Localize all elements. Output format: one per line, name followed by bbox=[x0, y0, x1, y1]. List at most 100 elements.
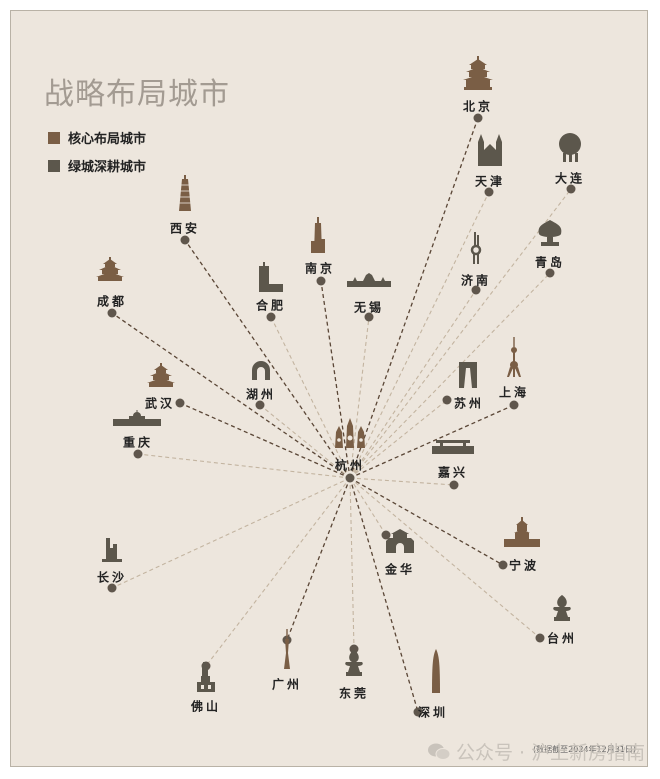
wechat-icon bbox=[428, 743, 451, 761]
tower-l-landmark-icon bbox=[257, 262, 285, 296]
city-dot bbox=[345, 473, 355, 483]
city-label: 成都 bbox=[96, 294, 128, 309]
city-label: 湖州 bbox=[245, 387, 277, 402]
city-label: 东莞 bbox=[338, 686, 370, 701]
sculpture-landmark-icon bbox=[550, 595, 574, 625]
city-dot bbox=[449, 480, 459, 490]
city-dot bbox=[349, 644, 359, 654]
city-dot bbox=[107, 308, 117, 318]
city-label: 上海 bbox=[498, 385, 530, 400]
city-label: 武汉 bbox=[144, 396, 176, 411]
connection-line-金华 bbox=[349, 477, 387, 536]
connection-line-东莞 bbox=[349, 477, 355, 650]
connection-line-合肥 bbox=[270, 316, 351, 479]
city-dot bbox=[471, 285, 481, 295]
city-dot bbox=[364, 312, 374, 322]
connection-line-台州 bbox=[349, 477, 541, 639]
connection-line-南京 bbox=[320, 280, 351, 479]
city-dot bbox=[381, 530, 391, 540]
pavilion-landmark-icon bbox=[95, 257, 125, 285]
flame-landmark-icon bbox=[537, 220, 563, 250]
connection-line-成都 bbox=[111, 312, 351, 479]
sphere-landmark-icon bbox=[557, 133, 583, 167]
connection-line-宁波 bbox=[349, 477, 504, 566]
city-dot bbox=[473, 113, 483, 123]
church-landmark-icon bbox=[475, 134, 505, 170]
connection-line-大连 bbox=[349, 188, 572, 479]
legend-deep-label: 绿城深耕城市 bbox=[68, 160, 147, 175]
connection-line-天津 bbox=[349, 191, 490, 479]
city-dot bbox=[413, 707, 423, 717]
legend-core-swatch bbox=[48, 131, 60, 144]
city-dot bbox=[133, 449, 143, 459]
city-dot bbox=[442, 395, 452, 405]
tianyi-landmark-icon bbox=[504, 517, 540, 551]
towers-landmark-icon bbox=[100, 538, 124, 566]
legend-deep: 绿城深耕城市 bbox=[48, 156, 146, 175]
city-dot bbox=[545, 268, 555, 278]
city-dot bbox=[484, 187, 494, 197]
pearl-landmark-icon bbox=[507, 337, 521, 381]
city-label: 大连 bbox=[554, 171, 586, 186]
city-label: 长沙 bbox=[96, 570, 128, 585]
spire-landmark-icon bbox=[430, 649, 442, 697]
sculpture-landmark-icon bbox=[342, 650, 366, 680]
city-dot bbox=[175, 398, 185, 408]
city-label: 深圳 bbox=[417, 705, 449, 720]
connection-line-济南 bbox=[349, 289, 477, 479]
skyscraper-landmark-icon bbox=[309, 217, 327, 257]
connection-line-无锡 bbox=[349, 316, 370, 479]
connection-line-嘉兴 bbox=[349, 477, 455, 486]
connection-line-深圳 bbox=[349, 477, 419, 713]
city-dot bbox=[535, 633, 545, 643]
city-label: 杭州 bbox=[334, 458, 366, 473]
connection-line-北京 bbox=[349, 117, 479, 479]
temple-landmark-icon bbox=[461, 56, 495, 94]
city-label: 台州 bbox=[546, 631, 578, 646]
city-label: 青岛 bbox=[534, 255, 566, 270]
city-label: 金华 bbox=[384, 562, 416, 577]
city-label: 南京 bbox=[304, 261, 336, 276]
page-title: 战略布局城市 bbox=[44, 77, 230, 112]
skyline-landmark-icon bbox=[347, 272, 391, 291]
connection-line-青岛 bbox=[349, 272, 551, 479]
legend-core: 核心布局城市 bbox=[48, 128, 146, 147]
connection-line-湖州 bbox=[259, 404, 351, 479]
city-label: 天津 bbox=[474, 174, 506, 189]
connection-line-广州 bbox=[286, 477, 351, 641]
city-dot bbox=[316, 276, 326, 286]
city-dot bbox=[107, 583, 117, 593]
hub-landmark-icon bbox=[332, 418, 368, 452]
knot-landmark-icon bbox=[469, 232, 483, 268]
stacked-landmark-icon bbox=[196, 662, 216, 696]
city-dot bbox=[498, 560, 508, 570]
connection-line-佛山 bbox=[205, 477, 351, 667]
hall-landmark-icon bbox=[113, 410, 161, 430]
gate-landmark-icon bbox=[459, 362, 477, 392]
watermark: 公众号 · 沪上新房指南 bbox=[428, 738, 645, 765]
pagoda-landmark-icon bbox=[177, 175, 193, 215]
city-label: 重庆 bbox=[122, 435, 154, 450]
city-label: 佛山 bbox=[190, 699, 222, 714]
bridge-landmark-icon bbox=[432, 439, 474, 458]
connection-line-西安 bbox=[184, 239, 351, 479]
cantontower-landmark-icon bbox=[283, 629, 291, 673]
city-dot bbox=[566, 184, 576, 194]
city-label: 西安 bbox=[169, 221, 201, 236]
connection-line-长沙 bbox=[111, 477, 351, 589]
city-label: 济南 bbox=[460, 273, 492, 288]
watermark-text: 公众号 · 沪上新房指南 bbox=[456, 742, 646, 764]
city-label: 宁波 bbox=[508, 558, 540, 573]
city-label: 苏州 bbox=[453, 396, 485, 411]
city-label: 北京 bbox=[462, 99, 494, 114]
legend-deep-swatch bbox=[48, 159, 60, 172]
connection-line-武汉 bbox=[179, 402, 351, 479]
city-dot bbox=[266, 312, 276, 322]
city-label: 嘉兴 bbox=[437, 465, 469, 480]
footnote: (数据截至2024年12月31日) bbox=[533, 745, 636, 754]
city-label: 无锡 bbox=[353, 300, 385, 315]
city-dot bbox=[509, 400, 519, 410]
citygate-landmark-icon bbox=[385, 529, 415, 557]
city-dot bbox=[180, 235, 190, 245]
